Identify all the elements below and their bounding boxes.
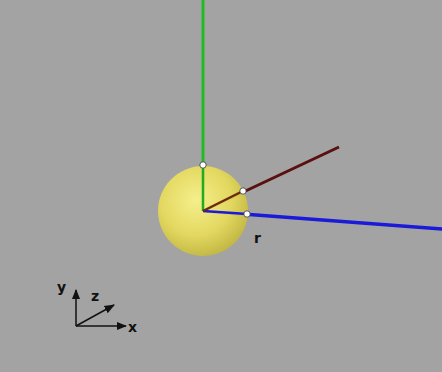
z-radius [203,191,243,211]
y-radius [202,166,205,211]
surface-point [240,188,246,194]
axis-label: x [128,320,137,334]
surface-point [244,211,250,217]
x-radius [203,211,247,214]
axis-triad [76,290,126,326]
y-axis-line [202,0,205,211]
axis-label: y [57,280,66,294]
sphere [158,166,248,256]
axis-label: z [91,289,99,303]
surface-point [200,162,206,168]
radius-label: r [254,231,261,245]
